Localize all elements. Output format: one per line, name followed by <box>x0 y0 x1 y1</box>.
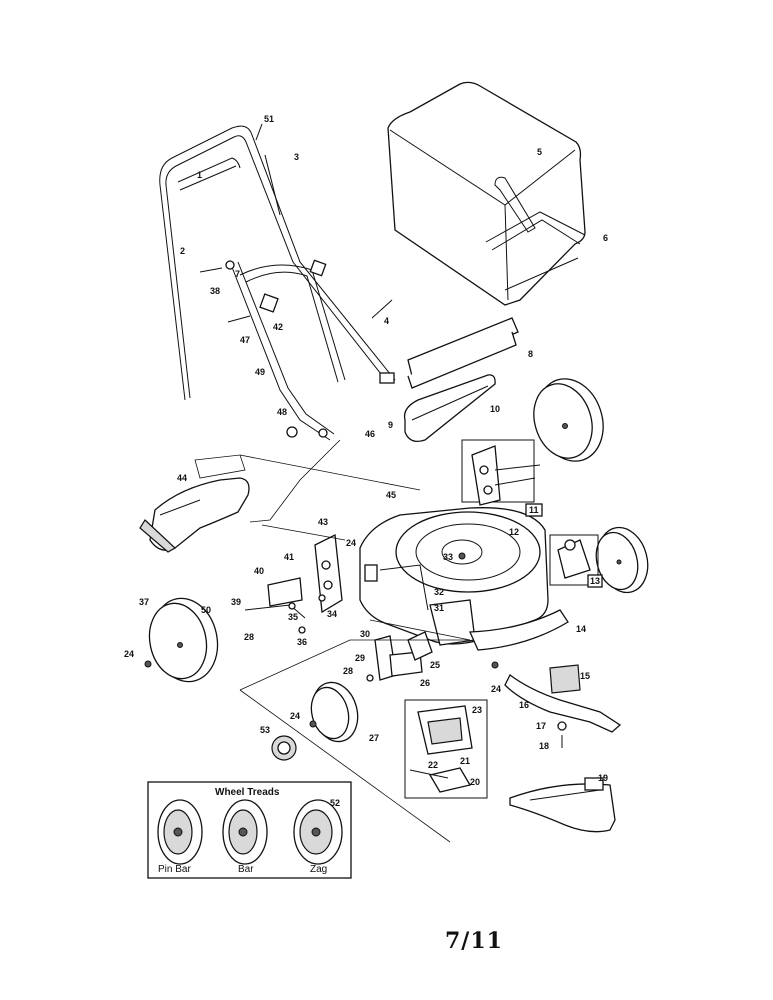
front-wheel-right <box>549 526 649 594</box>
tread-pin-bar <box>157 799 203 865</box>
callout: 27 <box>369 733 379 743</box>
callout: 24 <box>346 538 356 548</box>
callout: 19 <box>598 773 608 783</box>
tread-label-bar: Bar <box>238 864 254 875</box>
callout: 7 <box>235 269 240 279</box>
callout: 6 <box>603 233 608 243</box>
callout: 30 <box>360 629 370 639</box>
callout: 29 <box>355 653 365 663</box>
tread-zag <box>293 799 343 865</box>
height-adjuster-left <box>244 534 343 634</box>
callout: 26 <box>420 678 430 688</box>
callout: 36 <box>297 637 307 647</box>
callout: 11 <box>529 505 539 515</box>
callout: 42 <box>273 322 283 332</box>
callout: 51 <box>264 114 274 124</box>
callout: 22 <box>428 760 438 770</box>
guide-lines <box>194 439 471 843</box>
callout: 28 <box>244 632 254 642</box>
callout: 4 <box>384 316 389 326</box>
callout: 17 <box>536 721 546 731</box>
callout: 53 <box>260 725 270 735</box>
callout: 24 <box>124 649 134 659</box>
callout: 18 <box>539 741 549 751</box>
tread-label-pin-bar: Pin Bar <box>158 864 191 875</box>
callout: 34 <box>327 609 337 619</box>
callout: 39 <box>231 597 241 607</box>
rear-wheel-upper <box>461 378 604 506</box>
page-number: 7/11 <box>445 928 503 954</box>
front-wheel-left <box>144 597 219 683</box>
callout: 38 <box>210 286 220 296</box>
tread-bar <box>222 799 268 865</box>
callout: 8 <box>528 349 533 359</box>
callout: 48 <box>277 407 287 417</box>
callout: 35 <box>288 612 298 622</box>
callout: 21 <box>460 756 470 766</box>
callout: 41 <box>284 552 294 562</box>
callout: 24 <box>290 711 300 721</box>
wheel-treads-title: Wheel Treads <box>215 787 280 798</box>
callout: 40 <box>254 566 264 576</box>
callout: 1 <box>197 170 202 180</box>
callout: 28 <box>343 666 353 676</box>
height-adjuster-rear <box>366 631 433 682</box>
callout: 23 <box>472 705 482 715</box>
callout: 45 <box>386 490 396 500</box>
grass-bag <box>387 81 586 306</box>
tread-label-zag: Zag <box>310 864 327 875</box>
callout: 10 <box>490 404 500 414</box>
callout: 44 <box>177 473 187 483</box>
wheel-treads-box: Wheel Treads Pin Bar Bar Zag <box>147 781 352 879</box>
callout: 32 <box>434 587 444 597</box>
callout: 47 <box>240 335 250 345</box>
rear-door <box>403 317 519 443</box>
callout: 24 <box>491 684 501 694</box>
callout: 37 <box>139 597 149 607</box>
callout: 13 <box>590 576 600 586</box>
callout: 50 <box>201 605 211 615</box>
rear-wheel-left <box>271 681 359 761</box>
callout: 25 <box>430 660 440 670</box>
callout: 43 <box>318 517 328 527</box>
callout: 31 <box>434 603 444 613</box>
side-chute <box>139 477 250 553</box>
callout: 46 <box>365 429 375 439</box>
mulch-kit <box>404 699 488 799</box>
callout: 33 <box>443 552 453 562</box>
callout: 12 <box>509 527 519 537</box>
callout: 20 <box>470 777 480 787</box>
callout: 2 <box>180 246 185 256</box>
rear-flap <box>509 777 616 833</box>
blade-assembly <box>469 609 622 748</box>
callout: 52 <box>330 798 340 808</box>
callout: 16 <box>519 700 529 710</box>
callouts: 51 3 1 2 7 38 42 47 49 48 46 4 5 6 8 9 1… <box>124 114 608 808</box>
callout: 9 <box>388 420 393 430</box>
callout: 49 <box>255 367 265 377</box>
callout: 5 <box>537 147 542 157</box>
handle-assembly <box>159 123 396 441</box>
callout: 3 <box>294 152 299 162</box>
callout: 14 <box>576 624 586 634</box>
callout: 15 <box>580 671 590 681</box>
mower-deck <box>359 507 549 646</box>
